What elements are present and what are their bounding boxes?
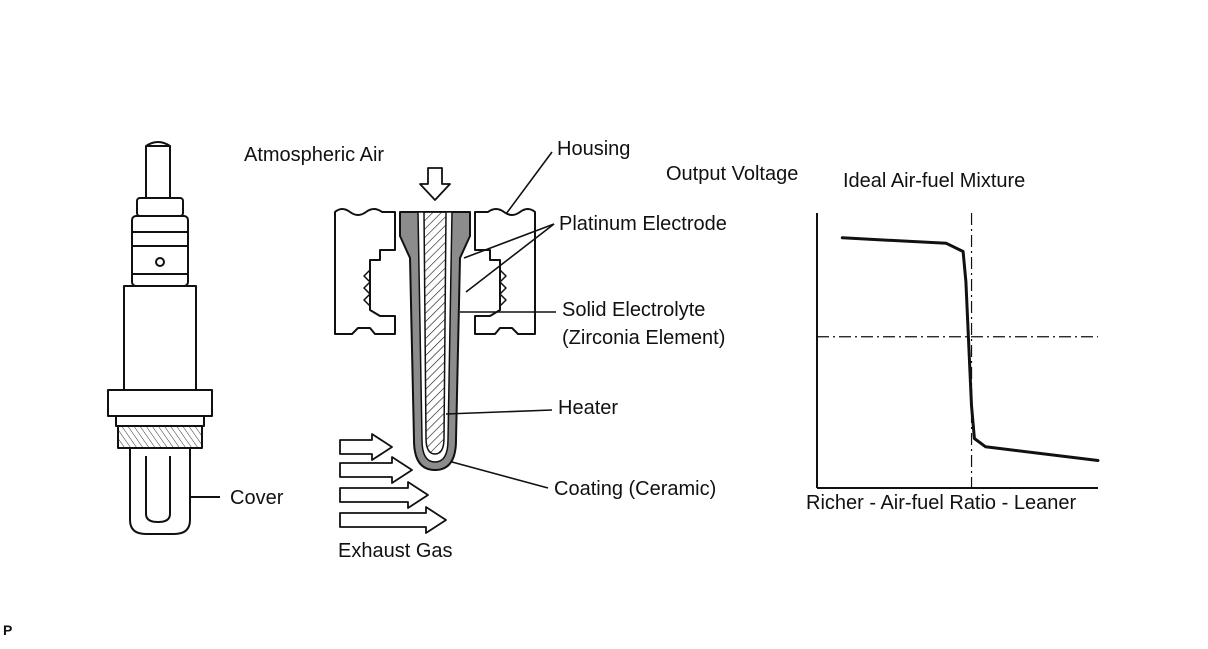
label-zirconia-element: (Zirconia Element) bbox=[562, 327, 726, 349]
sensor-ribbed-section bbox=[131, 215, 189, 287]
sensor-hex-nut bbox=[107, 389, 213, 417]
label-coating: Coating (Ceramic) bbox=[554, 478, 717, 500]
sensor-body bbox=[123, 285, 197, 391]
sensor-upper-collar bbox=[136, 197, 184, 217]
housing-right bbox=[474, 208, 536, 335]
sensor-exterior bbox=[107, 141, 220, 535]
thread-left bbox=[363, 269, 371, 307]
sensor-vent-hole bbox=[155, 257, 165, 267]
thread-right bbox=[499, 269, 507, 307]
sensor-cross-section bbox=[334, 167, 536, 471]
sensor-thread bbox=[117, 425, 203, 449]
voltage-curve bbox=[840, 236, 1100, 462]
air-inlet-arrow bbox=[419, 167, 451, 201]
housing-left bbox=[334, 208, 396, 335]
chart-annotation-ideal-mixture: Ideal Air-fuel Mixture bbox=[843, 170, 1026, 192]
corner-mark: P bbox=[3, 622, 13, 638]
sensor-wire-lead bbox=[145, 145, 171, 199]
label-atmospheric-air: Atmospheric Air bbox=[244, 144, 385, 166]
label-cover: Cover bbox=[230, 487, 284, 509]
label-solid-electrolyte: Solid Electrolyte bbox=[562, 299, 706, 321]
chart-x-label: Richer - Air-fuel Ratio - Leaner bbox=[806, 492, 1077, 514]
leader-lines bbox=[445, 151, 556, 489]
exhaust-gas-arrows bbox=[339, 433, 447, 534]
output-chart bbox=[816, 213, 1100, 489]
heater-element bbox=[423, 211, 447, 455]
label-exhaust-gas: Exhaust Gas bbox=[338, 540, 453, 562]
label-housing: Housing bbox=[557, 138, 631, 160]
label-platinum-electrode: Platinum Electrode bbox=[559, 213, 727, 235]
label-heater: Heater bbox=[558, 397, 619, 419]
chart-y-label: Output Voltage bbox=[666, 163, 799, 185]
